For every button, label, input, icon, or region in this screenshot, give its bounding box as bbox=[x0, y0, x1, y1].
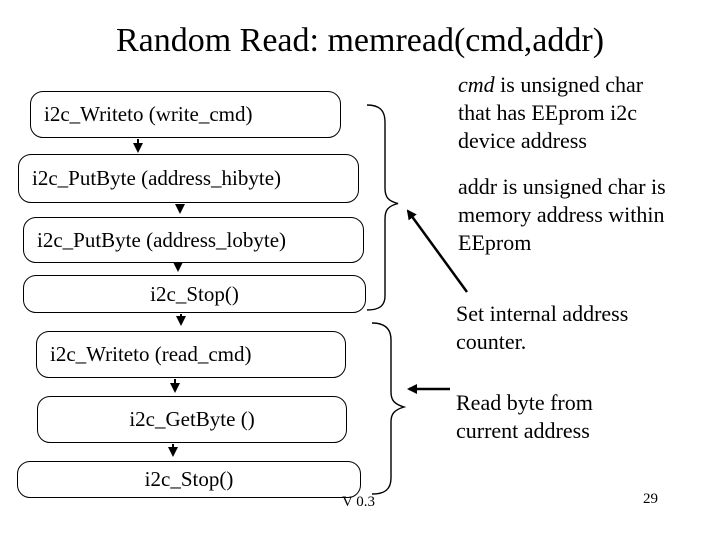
note-line: addr is unsigned char is bbox=[458, 174, 666, 199]
note-line: memory address within bbox=[458, 202, 665, 227]
version-label: V 0.3 bbox=[342, 494, 376, 510]
note-set-counter: Set internal address counter. bbox=[456, 300, 628, 356]
note-cmd: cmd is unsigned char that has EEprom i2c… bbox=[458, 71, 643, 155]
flow-box-label: i2c_Stop() bbox=[144, 467, 234, 491]
flow-box-label: i2c_Writeto (read_cmd) bbox=[50, 342, 252, 366]
note-term-cmd: cmd bbox=[458, 72, 495, 97]
brace-write-phase bbox=[366, 104, 399, 311]
flow-box-label: i2c_PutByte (address_hibyte) bbox=[32, 166, 282, 190]
flow-box-putbyte-hibyte: i2c_PutByte (address_hibyte) bbox=[18, 154, 359, 203]
note-line: device address bbox=[458, 128, 587, 153]
note-line: EEprom bbox=[458, 230, 532, 255]
brace-read-phase bbox=[371, 322, 407, 495]
note-line: Read byte from bbox=[456, 390, 593, 415]
note-line: cmd is unsigned char bbox=[458, 72, 644, 97]
flow-box-writeto-read-cmd: i2c_Writeto (read_cmd) bbox=[36, 331, 346, 378]
note-line: Set internal address bbox=[456, 301, 629, 326]
note-line: counter. bbox=[456, 329, 527, 354]
flow-box-label: i2c_Writeto (write_cmd) bbox=[44, 102, 253, 126]
flow-box-getbyte: i2c_GetByte () bbox=[37, 396, 347, 443]
note-line: that has EEprom i2c bbox=[458, 100, 638, 125]
flow-box-stop-2: i2c_Stop() bbox=[17, 461, 361, 498]
note-line: current address bbox=[456, 418, 590, 443]
slide-title: Random Read: memread(cmd,addr) bbox=[115, 22, 605, 59]
flow-box-putbyte-lobyte: i2c_PutByte (address_lobyte) bbox=[23, 217, 364, 263]
flow-box-label: i2c_GetByte () bbox=[129, 407, 255, 431]
note-read-byte: Read byte from current address bbox=[456, 389, 593, 445]
page-number: 29 bbox=[643, 491, 658, 507]
flow-box-label: i2c_Stop() bbox=[150, 281, 239, 306]
note-addr: addr is unsigned char is memory address … bbox=[458, 173, 666, 257]
flow-box-stop-1: i2c_Stop() bbox=[23, 275, 366, 313]
flow-box-label: i2c_PutByte (address_lobyte) bbox=[37, 227, 287, 252]
flow-box-writeto-write-cmd: i2c_Writeto (write_cmd) bbox=[30, 91, 341, 138]
